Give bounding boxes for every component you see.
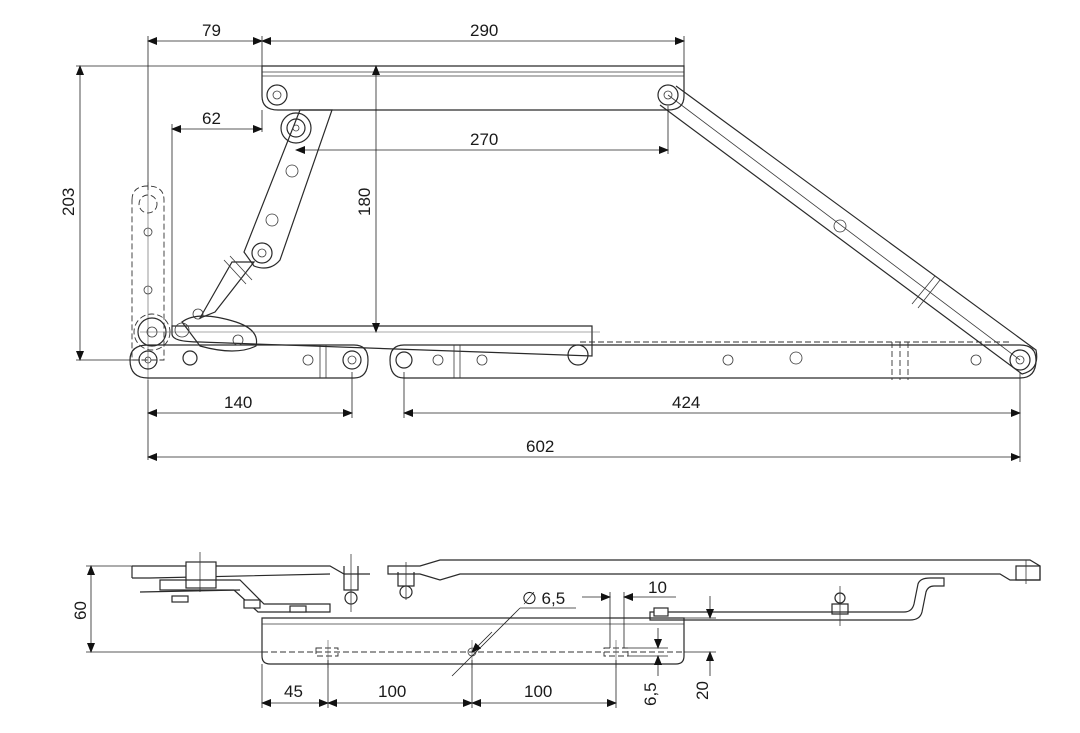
dim-424: 424 [672,393,700,412]
dim-60: 60 [71,601,90,620]
side-bar-left [131,552,370,613]
dim-180: 180 [355,188,374,216]
dim-290: 290 [470,21,498,40]
dim-45: 45 [284,682,303,701]
dim-79: 79 [202,21,221,40]
side-bar-right [387,559,1041,600]
dim-270: 270 [470,130,498,149]
middle-link [133,308,600,357]
top-arm [261,65,685,111]
dim-100-a: 100 [378,682,406,701]
dim-diameter-6-5: ∅ 6,5 [522,589,565,608]
dim-602: 602 [526,437,554,456]
side-base-plate [261,617,685,668]
dim-140: 140 [224,393,252,412]
side-view: 60 ∅ 6,5 10 45 100 100 6,5 20 [71,552,1041,708]
short-link [198,109,333,320]
left-vertical-link [131,182,165,380]
dim-20: 20 [693,681,712,700]
dim-100-b: 100 [524,682,552,701]
dim-6-5: 6,5 [641,682,660,706]
diagonal-arm [659,85,1038,375]
top-view: 79 290 62 270 203 180 140 424 602 [59,21,1038,462]
dim-62: 62 [202,109,221,128]
side-dimensions [86,565,716,708]
dim-203: 203 [59,188,78,216]
top-dimensions [76,36,1021,462]
side-bracket [649,577,945,626]
bottom-bar-left [129,344,369,379]
bottom-bar-right [389,341,1037,380]
dim-10: 10 [648,578,667,597]
